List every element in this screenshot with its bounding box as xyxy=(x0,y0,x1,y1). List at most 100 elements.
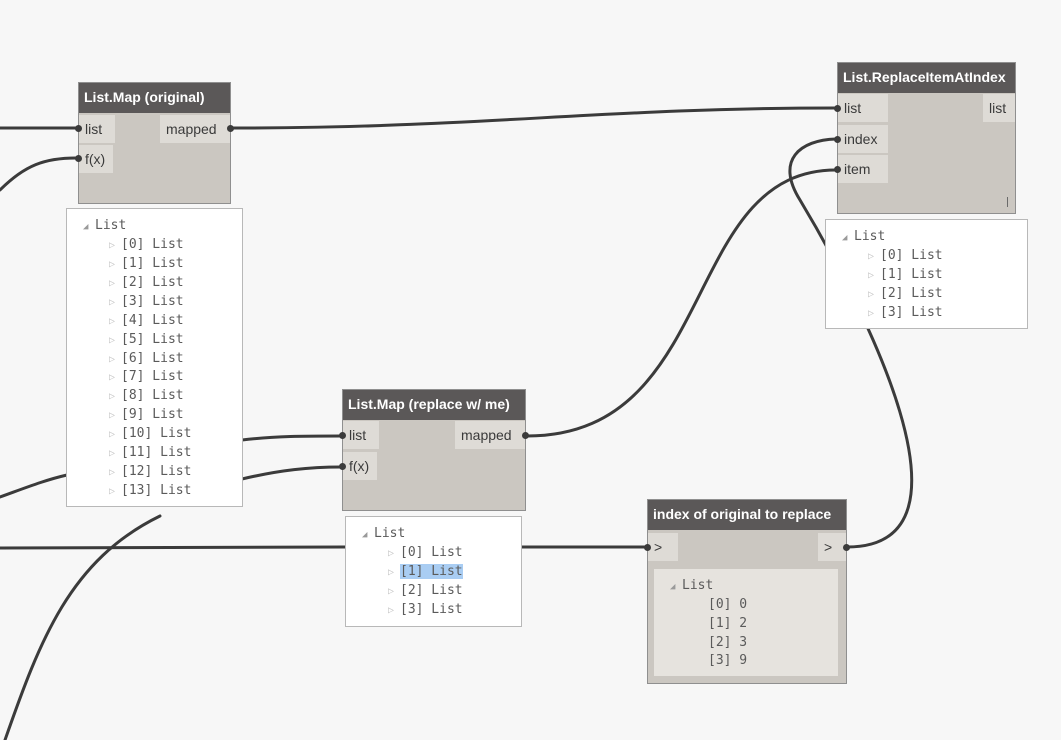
output-port-arrow[interactable]: > xyxy=(818,533,846,561)
triangle-right-icon[interactable]: ▷ xyxy=(868,289,875,300)
input-connector-dot[interactable] xyxy=(834,136,841,143)
tree-root[interactable]: ◢List xyxy=(362,524,405,543)
input-port-list[interactable]: list xyxy=(343,421,379,449)
input-port-list[interactable]: list xyxy=(838,94,888,122)
input-port-fx[interactable]: f(x) xyxy=(79,145,113,173)
triangle-down-icon[interactable]: ◢ xyxy=(670,582,676,592)
wire-input-to-map-replace-list[interactable] xyxy=(240,434,343,442)
triangle-right-icon[interactable]: ▷ xyxy=(109,316,116,327)
output-port-mapped[interactable]: mapped xyxy=(160,115,230,143)
triangle-right-icon[interactable]: ▷ xyxy=(109,486,116,497)
triangle-down-icon[interactable]: ◢ xyxy=(842,233,848,243)
tree-item[interactable]: ▷[10] List xyxy=(109,424,191,443)
list-item: [1] 2 xyxy=(708,616,748,631)
tree-item[interactable]: ▷[1] List xyxy=(109,254,184,273)
tree-item[interactable]: ▷[7] List xyxy=(109,367,184,386)
tree-item[interactable]: ▷[0] List xyxy=(109,235,184,254)
triangle-right-icon[interactable]: ▷ xyxy=(868,308,875,319)
triangle-right-icon[interactable]: ▷ xyxy=(109,278,116,289)
tree-item[interactable]: ▷[3] List xyxy=(388,600,463,619)
node-title[interactable]: index of original to replace xyxy=(648,500,846,530)
input-port-arrow[interactable]: > xyxy=(648,533,678,561)
tree-item[interactable]: ▷[11] List xyxy=(109,443,191,462)
triangle-right-icon[interactable]: ▷ xyxy=(109,372,116,383)
triangle-right-icon[interactable]: ▷ xyxy=(109,354,116,365)
lacing-indicator[interactable] xyxy=(1007,197,1008,207)
output-connector-dot[interactable] xyxy=(843,544,850,551)
node-title[interactable]: List.Map (original) xyxy=(79,83,230,113)
wire-map-original-to-replace-list[interactable] xyxy=(230,106,838,130)
list-item: [0] 0 xyxy=(708,597,748,612)
tree-item-selected[interactable]: ▷[1] List xyxy=(388,562,463,581)
watch-preview-map-replace[interactable]: ◢List ▷[0] List ▷[1] List ▷[2] List ▷[3]… xyxy=(345,516,522,627)
input-connector-dot[interactable] xyxy=(75,155,82,162)
input-connector-dot[interactable] xyxy=(75,125,82,132)
wire-input-to-map-original-fx[interactable] xyxy=(0,156,78,192)
node-index-of-original[interactable]: index of original to replace > > ◢List [… xyxy=(644,499,850,684)
wire-map-replace-to-item[interactable] xyxy=(525,168,838,438)
input-port-item[interactable]: item xyxy=(838,155,888,183)
input-port-index[interactable]: index xyxy=(838,125,888,153)
wire-input-to-index-node[interactable] xyxy=(0,545,347,550)
triangle-right-icon[interactable]: ▷ xyxy=(109,410,116,421)
input-port-fx[interactable]: f(x) xyxy=(343,452,377,480)
input-connector-dot[interactable] xyxy=(644,544,651,551)
triangle-down-icon[interactable]: ◢ xyxy=(362,530,368,540)
triangle-right-icon[interactable]: ▷ xyxy=(109,297,116,308)
input-port-list[interactable]: list xyxy=(79,115,115,143)
node-title[interactable]: List.Map (replace w/ me) xyxy=(343,390,525,420)
tree-root[interactable]: ◢List xyxy=(842,227,885,246)
triangle-right-icon[interactable]: ▷ xyxy=(109,391,116,402)
tree-item[interactable]: ▷[4] List xyxy=(109,311,184,330)
tree-root[interactable]: ◢List xyxy=(83,216,126,235)
triangle-right-icon[interactable]: ▷ xyxy=(388,586,395,597)
input-connector-dot[interactable] xyxy=(339,432,346,439)
output-port-mapped[interactable]: mapped xyxy=(455,421,525,449)
tree-item[interactable]: ▷[0] List xyxy=(868,246,943,265)
tree-item[interactable]: ▷[13] List xyxy=(109,481,191,500)
wire-long-input[interactable] xyxy=(3,514,162,740)
tree-item[interactable]: ▷[0] List xyxy=(388,543,463,562)
tree-item[interactable]: ▷[6] List xyxy=(109,349,184,368)
triangle-right-icon[interactable]: ▷ xyxy=(109,467,116,478)
triangle-right-icon[interactable]: ▷ xyxy=(388,567,395,578)
tree-item[interactable]: ▷[12] List xyxy=(109,462,191,481)
tree-item[interactable]: ▷[2] List xyxy=(868,284,943,303)
triangle-right-icon[interactable]: ▷ xyxy=(388,605,395,616)
triangle-right-icon[interactable]: ▷ xyxy=(109,259,116,270)
wire-input-to-map-replace-fx[interactable] xyxy=(240,465,343,481)
output-connector-dot[interactable] xyxy=(522,432,529,439)
output-port-list[interactable]: list xyxy=(983,94,1015,122)
input-connector-dot[interactable] xyxy=(834,166,841,173)
triangle-right-icon[interactable]: ▷ xyxy=(109,448,116,459)
tree-item[interactable]: ▷[3] List xyxy=(868,303,943,322)
triangle-right-icon[interactable]: ▷ xyxy=(868,270,875,281)
tree-item[interactable]: ▷[3] List xyxy=(109,292,184,311)
list-item: [2] 3 xyxy=(708,635,748,650)
tree-item[interactable]: ▷[2] List xyxy=(388,581,463,600)
watch-preview-map-original[interactable]: ◢List ▷[0] List ▷[1] List ▷[2] List ▷[3]… xyxy=(66,208,243,507)
node-list-replace-item-at-index[interactable]: List.ReplaceItemAtIndex list index item … xyxy=(834,62,1016,214)
triangle-right-icon[interactable]: ▷ xyxy=(109,335,116,346)
triangle-right-icon[interactable]: ▷ xyxy=(868,251,875,262)
node-title[interactable]: List.ReplaceItemAtIndex xyxy=(838,63,1015,93)
output-connector-dot[interactable] xyxy=(227,125,234,132)
input-connector-dot[interactable] xyxy=(834,105,841,112)
tree-item[interactable]: ▷[1] List xyxy=(868,265,943,284)
triangle-right-icon[interactable]: ▷ xyxy=(109,429,116,440)
node-list-map-replace[interactable]: List.Map (replace w/ me) list f(x) mappe… xyxy=(339,389,529,511)
index-list-preview[interactable]: ◢List [0] 0 [1] 2 [2] 3 [3] 9 xyxy=(654,569,838,676)
tree-item[interactable]: ▷[9] List xyxy=(109,405,184,424)
wire-input-to-map-original-preview[interactable] xyxy=(0,473,69,499)
tree-root[interactable]: ◢List xyxy=(670,576,713,595)
triangle-right-icon[interactable]: ▷ xyxy=(388,548,395,559)
tree-item[interactable]: ▷[2] List xyxy=(109,273,184,292)
input-connector-dot[interactable] xyxy=(339,463,346,470)
tree-item[interactable]: ▷[8] List xyxy=(109,386,184,405)
watch-preview-replace-item[interactable]: ◢List ▷[0] List ▷[1] List ▷[2] List ▷[3]… xyxy=(825,219,1028,329)
node-list-map-original[interactable]: List.Map (original) list f(x) mapped xyxy=(75,82,234,204)
triangle-down-icon[interactable]: ◢ xyxy=(83,222,89,232)
triangle-right-icon[interactable]: ▷ xyxy=(109,240,116,251)
tree-item[interactable]: ▷[5] List xyxy=(109,330,184,349)
